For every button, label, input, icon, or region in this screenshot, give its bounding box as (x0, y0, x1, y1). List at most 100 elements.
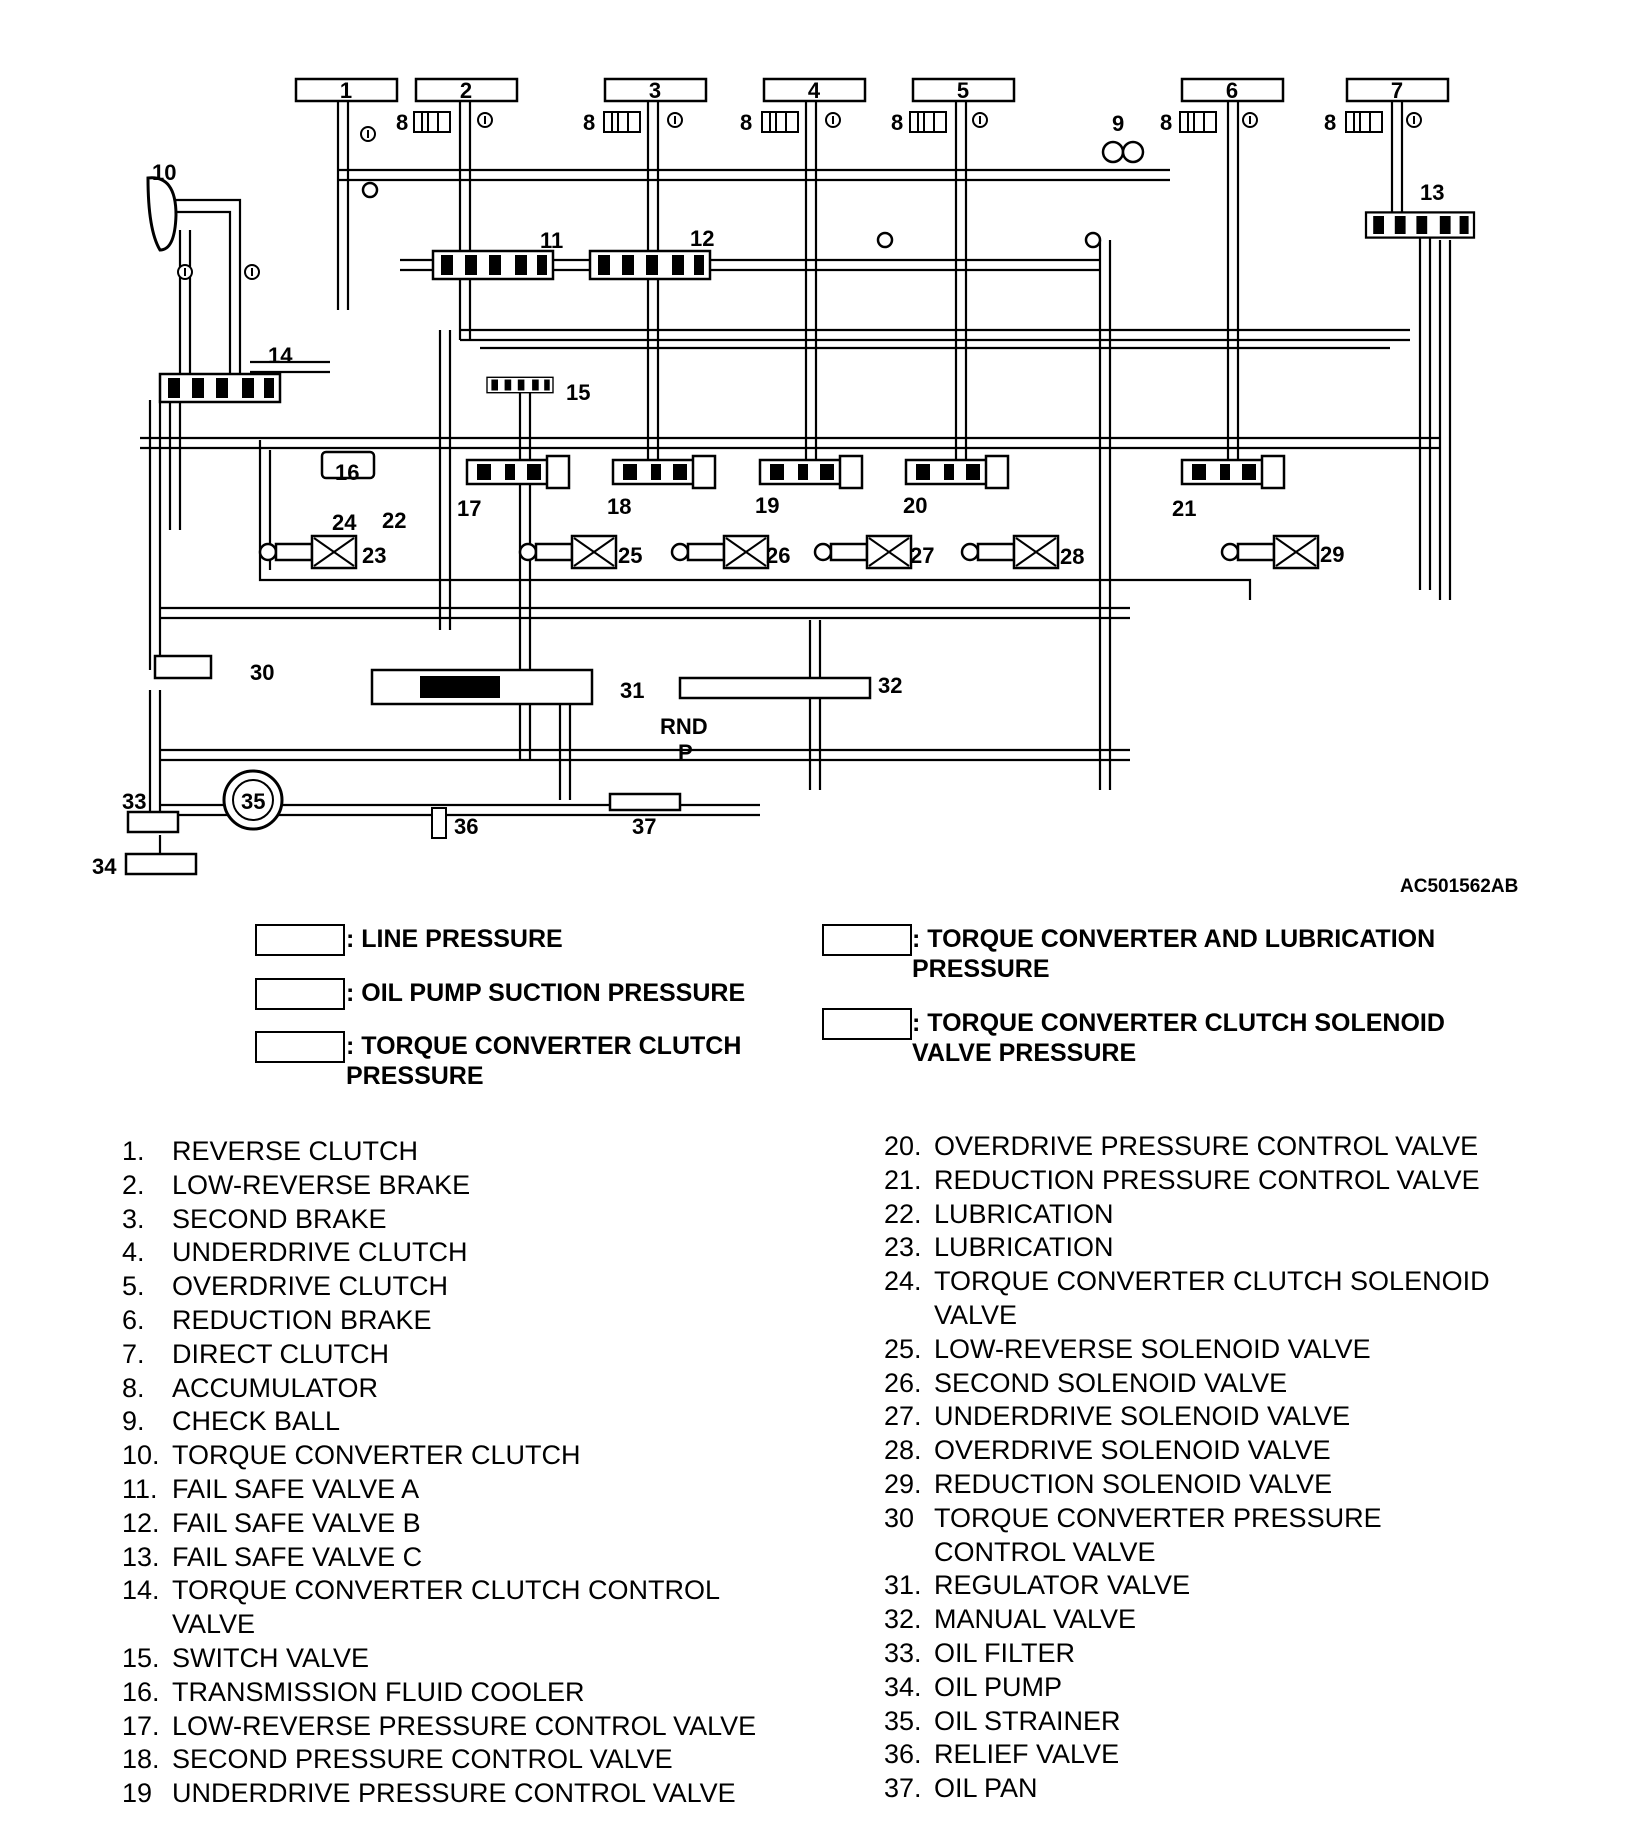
parts-list-item: 32.MANUAL VALVE (884, 1603, 1604, 1637)
legend-swatch-tcc-solenoid (822, 1008, 912, 1040)
parts-list-item: 4.UNDERDRIVE CLUTCH (122, 1236, 822, 1270)
parts-list-item: 25.LOW-REVERSE SOLENOID VALVE (884, 1333, 1604, 1367)
parts-list-item: 29. REDUCTION SOLENOID VALVE (884, 1468, 1604, 1502)
parts-list-number: 36. (884, 1739, 922, 1770)
parts-list-number: 10. (122, 1440, 160, 1471)
callout-35: 35 (241, 789, 265, 814)
parts-list-item: 14.TORQUE CONVERTER CLUTCH CONTROL VALVE (122, 1574, 822, 1642)
parts-list-text: SECOND PRESSURE CONTROL VALVE (172, 1744, 673, 1775)
parts-list-item: 17.LOW-REVERSE PRESSURE CONTROL VALVE (122, 1710, 822, 1744)
parts-list-text: RELIEF VALVE (934, 1739, 1120, 1770)
callout-25: 25 (618, 543, 642, 568)
parts-list-number: 33. (884, 1637, 922, 1668)
parts-list-text: UNDERDRIVE PRESSURE CONTROL VALVE (172, 1778, 736, 1809)
parts-list-item: 30 TORQUE CONVERTER PRESSURE CONTROL VALV… (884, 1502, 1604, 1570)
chamber-boxes (294, 77, 1450, 103)
parts-list-item: 33.OIL FILTER (884, 1637, 1604, 1671)
parts-list-number: 2. (122, 1169, 145, 1200)
callout-33: 33 (122, 789, 146, 814)
parts-list-number: 11. (122, 1473, 158, 1504)
parts-list-number: 30 (884, 1502, 915, 1533)
callout-9: 9 (1112, 111, 1124, 136)
parts-list-text: LUBRICATION (934, 1198, 1114, 1229)
parts-list-number: 4. (122, 1237, 145, 1268)
callout-32: 32 (878, 673, 902, 698)
parts-list-text: SECOND BRAKE (172, 1203, 387, 1234)
callout-15: 15 (566, 380, 590, 405)
parts-list-text: ACCUMULATOR (172, 1372, 379, 1403)
callout-27: 27 (910, 543, 934, 568)
legend-oil-pump-suction: : OIL PUMP SUCTION PRESSURE (346, 979, 746, 1007)
parts-list-item: 6. REDUCTION BRAKE (122, 1304, 822, 1338)
legend-tcc-solenoid: : TORQUE CONVERTER CLUTCH SOLENOID VALVE… (912, 1009, 1445, 1067)
callout-24: 24 (332, 510, 357, 535)
chamber-1-label: 1 (340, 78, 352, 103)
parts-list-item: 31.REGULATOR VALVE (884, 1569, 1604, 1603)
accumulator-tag: 8 (583, 110, 595, 135)
accumulator-tag: 8 (1160, 110, 1172, 135)
parts-list-item: 34.OIL PUMP (884, 1671, 1604, 1705)
parts-list-number: 8. (122, 1372, 145, 1403)
parts-list-number: 13. (122, 1541, 160, 1572)
parts-list-text: FAIL SAFE VALVE B (172, 1507, 421, 1538)
legend-swatch-line-pressure (255, 924, 345, 956)
parts-list-number: 29. (884, 1468, 922, 1499)
chamber-5-label: 5 (957, 78, 969, 103)
parts-list-text: LOW-REVERSE SOLENOID VALVE (934, 1333, 1371, 1364)
callout-30: 30 (250, 660, 274, 685)
parts-list-number: 12. (122, 1507, 160, 1538)
accumulator-tag: 8 (740, 110, 752, 135)
parts-list-number: 22. (884, 1198, 922, 1229)
callout-19: 19 (755, 493, 779, 518)
parts-list-number: 18. (122, 1744, 160, 1775)
parts-list-text: REDUCTION SOLENOID VALVE (934, 1468, 1333, 1499)
parts-list-item: 1.REVERSE CLUTCH (122, 1135, 822, 1169)
parts-list-number: 20. (884, 1131, 922, 1161)
callout-36: 36 (454, 814, 478, 839)
parts-list-text: TORQUE CONVERTER CLUTCH CONTROL VALVE (172, 1575, 721, 1640)
parts-list-text: OVERDRIVE SOLENOID VALVE (934, 1435, 1331, 1466)
parts-list-text: REGULATOR VALVE (934, 1570, 1191, 1601)
parts-list-number: 6. (122, 1304, 145, 1335)
parts-list-number: 1. (122, 1136, 145, 1166)
parts-list-number: 32. (884, 1604, 922, 1635)
accumulator-tag: 8 (396, 110, 408, 135)
parts-list-text: UNDERDRIVE SOLENOID VALVE (934, 1401, 1351, 1432)
callout-13: 13 (1420, 180, 1444, 205)
parts-list-number: 37. (884, 1773, 922, 1804)
parts-list-item: 9.CHECK BALL (122, 1405, 822, 1439)
parts-list-text: TORQUE CONVERTER CLUTCH SOLENOID VALVE (934, 1266, 1490, 1330)
accumulator-tag: 8 (891, 110, 903, 135)
parts-list-item: 13. FAIL SAFE VALVE C (122, 1541, 822, 1575)
callout-10: 10 (152, 160, 176, 185)
parts-list-item: 2. LOW-REVERSE BRAKE (122, 1169, 822, 1203)
legend-line-pressure: : LINE PRESSURE (346, 925, 563, 953)
legend-swatch-tc-lubrication (822, 924, 912, 956)
parts-list-text: TORQUE CONVERTER PRESSURE CONTROL VALVE (934, 1502, 1382, 1567)
parts-list-number: 28. (884, 1435, 922, 1466)
parts-list-text: TORQUE CONVERTER CLUTCH (172, 1440, 581, 1471)
parts-list-text: LOW-REVERSE BRAKE (172, 1169, 471, 1200)
parts-list-item: 24.TORQUE CONVERTER CLUTCH SOLENOID VALV… (884, 1265, 1604, 1333)
parts-list-text: FAIL SAFE VALVE C (172, 1541, 423, 1572)
parts-list-item: 37.OIL PAN (884, 1772, 1604, 1806)
parts-list-number: 5. (122, 1271, 145, 1302)
callout-20: 20 (903, 493, 927, 518)
callout-28: 28 (1060, 544, 1084, 569)
parts-list-item: 18. SECOND PRESSURE CONTROL VALVE (122, 1743, 822, 1777)
parts-list-number: 16. (122, 1676, 160, 1707)
callout-26: 26 (766, 543, 790, 568)
callout-29: 29 (1320, 542, 1344, 567)
parts-list-number: 17. (122, 1710, 160, 1741)
parts-list-number: 27. (884, 1401, 922, 1432)
callout-31: 31 (620, 678, 644, 703)
figure-id: AC501562AB (1400, 876, 1519, 897)
parts-list-item: 15.SWITCH VALVE (122, 1642, 822, 1676)
parts-list-text: FAIL SAFE VALVE A (172, 1473, 420, 1504)
parts-list-text: REDUCTION BRAKE (172, 1304, 432, 1335)
accumulator-tag: 8 (1324, 110, 1336, 135)
callout-22: 22 (382, 508, 406, 533)
callout-34: 34 (92, 854, 117, 879)
